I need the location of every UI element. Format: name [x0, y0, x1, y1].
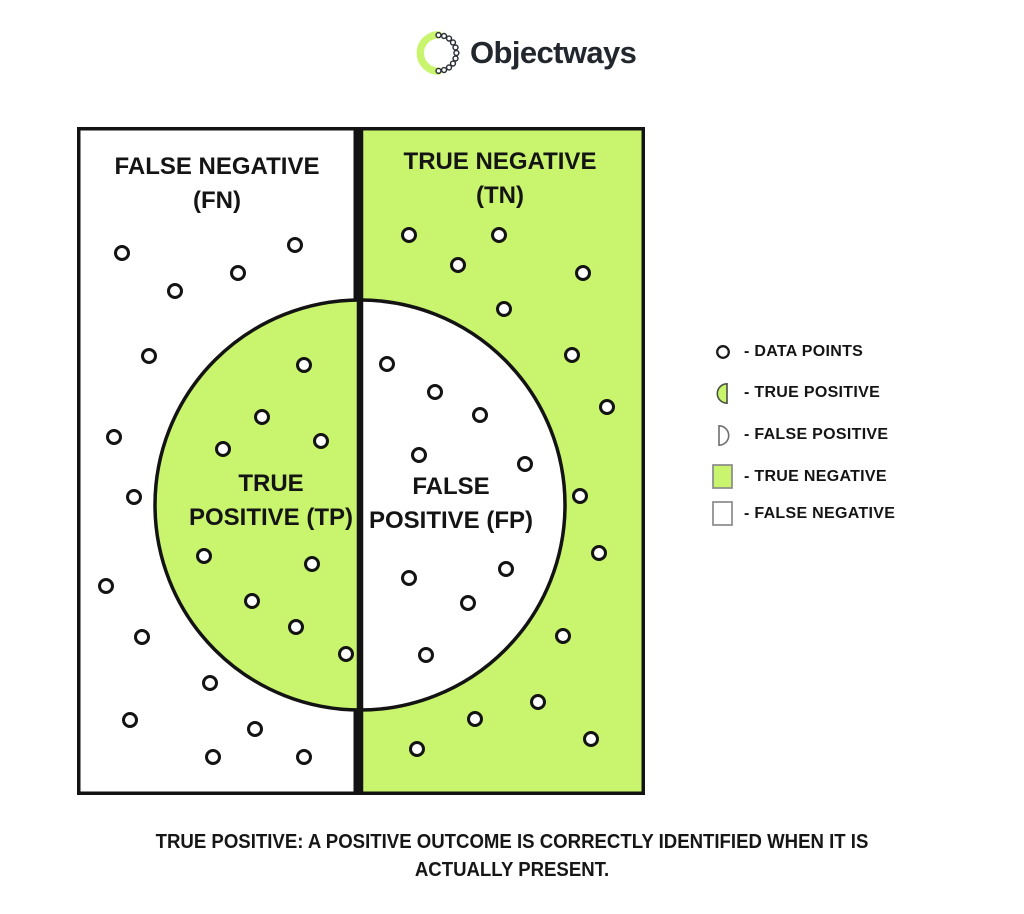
- objectways-logo: Objectways: [416, 30, 636, 76]
- data-point: [124, 714, 137, 727]
- data-point: [498, 303, 511, 316]
- true-negative-title-line1: TRUE NEGATIVE: [404, 145, 597, 179]
- data-point: [381, 358, 394, 371]
- data-point: [207, 751, 220, 764]
- data-point: [462, 597, 475, 610]
- circle-label-false-positive: FALSE POSITIVE (FP): [369, 470, 533, 538]
- data-point: [566, 349, 579, 362]
- data-point: [232, 267, 245, 280]
- caption-line2: ACTUALLY PRESENT.: [36, 857, 988, 885]
- data-point-icon: [712, 343, 734, 361]
- false-negative-icon: [712, 501, 734, 527]
- data-point: [403, 572, 416, 585]
- panel-title-true-negative: TRUE NEGATIVE (TN): [404, 145, 597, 213]
- data-point: [557, 630, 570, 643]
- legend-item-label: - FALSE POSITIVE: [744, 426, 888, 444]
- data-point: [519, 458, 532, 471]
- data-point: [469, 713, 482, 726]
- true-negative-title-line2: (TN): [404, 179, 597, 213]
- data-point: [574, 490, 587, 503]
- legend-item-true-positive: - TRUE POSITIVE: [712, 379, 880, 407]
- logo-text: Objectways: [470, 35, 636, 71]
- data-point: [143, 350, 156, 363]
- true-positive-label-line1: TRUE: [189, 467, 353, 501]
- true-negative-icon: [712, 464, 734, 490]
- data-point: [411, 743, 424, 756]
- data-point: [246, 595, 259, 608]
- data-point: [577, 267, 590, 280]
- data-point: [413, 449, 426, 462]
- data-point: [249, 723, 262, 736]
- circle-label-true-positive: TRUE POSITIVE (TP): [189, 467, 353, 535]
- legend-item-true-negative: - TRUE NEGATIVE: [712, 463, 887, 491]
- legend-item-data-points: - DATA POINTS: [712, 338, 863, 366]
- data-point: [128, 491, 141, 504]
- data-point: [500, 563, 513, 576]
- data-point: [601, 401, 614, 414]
- legend-item-label: - FALSE NEGATIVE: [744, 505, 895, 523]
- data-point: [429, 386, 442, 399]
- data-point: [306, 558, 319, 571]
- data-point: [532, 696, 545, 709]
- legend-item-label: - TRUE NEGATIVE: [744, 468, 887, 486]
- data-point: [585, 733, 598, 746]
- false-negative-title-line2: (FN): [115, 184, 320, 218]
- data-point: [204, 677, 217, 690]
- false-positive-icon: [712, 424, 734, 447]
- data-point: [298, 359, 311, 372]
- data-point: [290, 621, 303, 634]
- data-point: [315, 435, 328, 448]
- false-negative-title-line1: FALSE NEGATIVE: [115, 150, 320, 184]
- data-point: [100, 580, 113, 593]
- data-point: [420, 649, 433, 662]
- true-positive-label-line2: POSITIVE (TP): [189, 501, 353, 535]
- data-point: [136, 631, 149, 644]
- caption: TRUE POSITIVE: A POSITIVE OUTCOME IS COR…: [36, 829, 988, 884]
- panel-title-false-negative: FALSE NEGATIVE (FN): [115, 150, 320, 218]
- true-positive-icon: [712, 382, 734, 405]
- data-point: [217, 443, 230, 456]
- data-point: [593, 547, 606, 560]
- data-point: [298, 751, 311, 764]
- data-point: [289, 239, 302, 252]
- data-point: [403, 229, 416, 242]
- legend-item-label: - TRUE POSITIVE: [744, 384, 880, 402]
- false-positive-label-line2: POSITIVE (FP): [369, 504, 533, 538]
- objectways-logo-icon: [416, 30, 461, 76]
- false-positive-label-line1: FALSE: [369, 470, 533, 504]
- legend-item-false-positive: - FALSE POSITIVE: [712, 421, 888, 449]
- data-point: [452, 259, 465, 272]
- legend-item-false-negative: - FALSE NEGATIVE: [712, 500, 895, 528]
- data-point: [474, 409, 487, 422]
- data-point: [198, 550, 211, 563]
- legend-item-label: - DATA POINTS: [744, 343, 863, 361]
- data-point: [108, 431, 121, 444]
- data-point: [493, 229, 506, 242]
- data-point: [256, 411, 269, 424]
- data-point: [116, 247, 129, 260]
- data-point: [340, 648, 353, 661]
- data-point: [169, 285, 182, 298]
- caption-line1: TRUE POSITIVE: A POSITIVE OUTCOME IS COR…: [36, 829, 988, 857]
